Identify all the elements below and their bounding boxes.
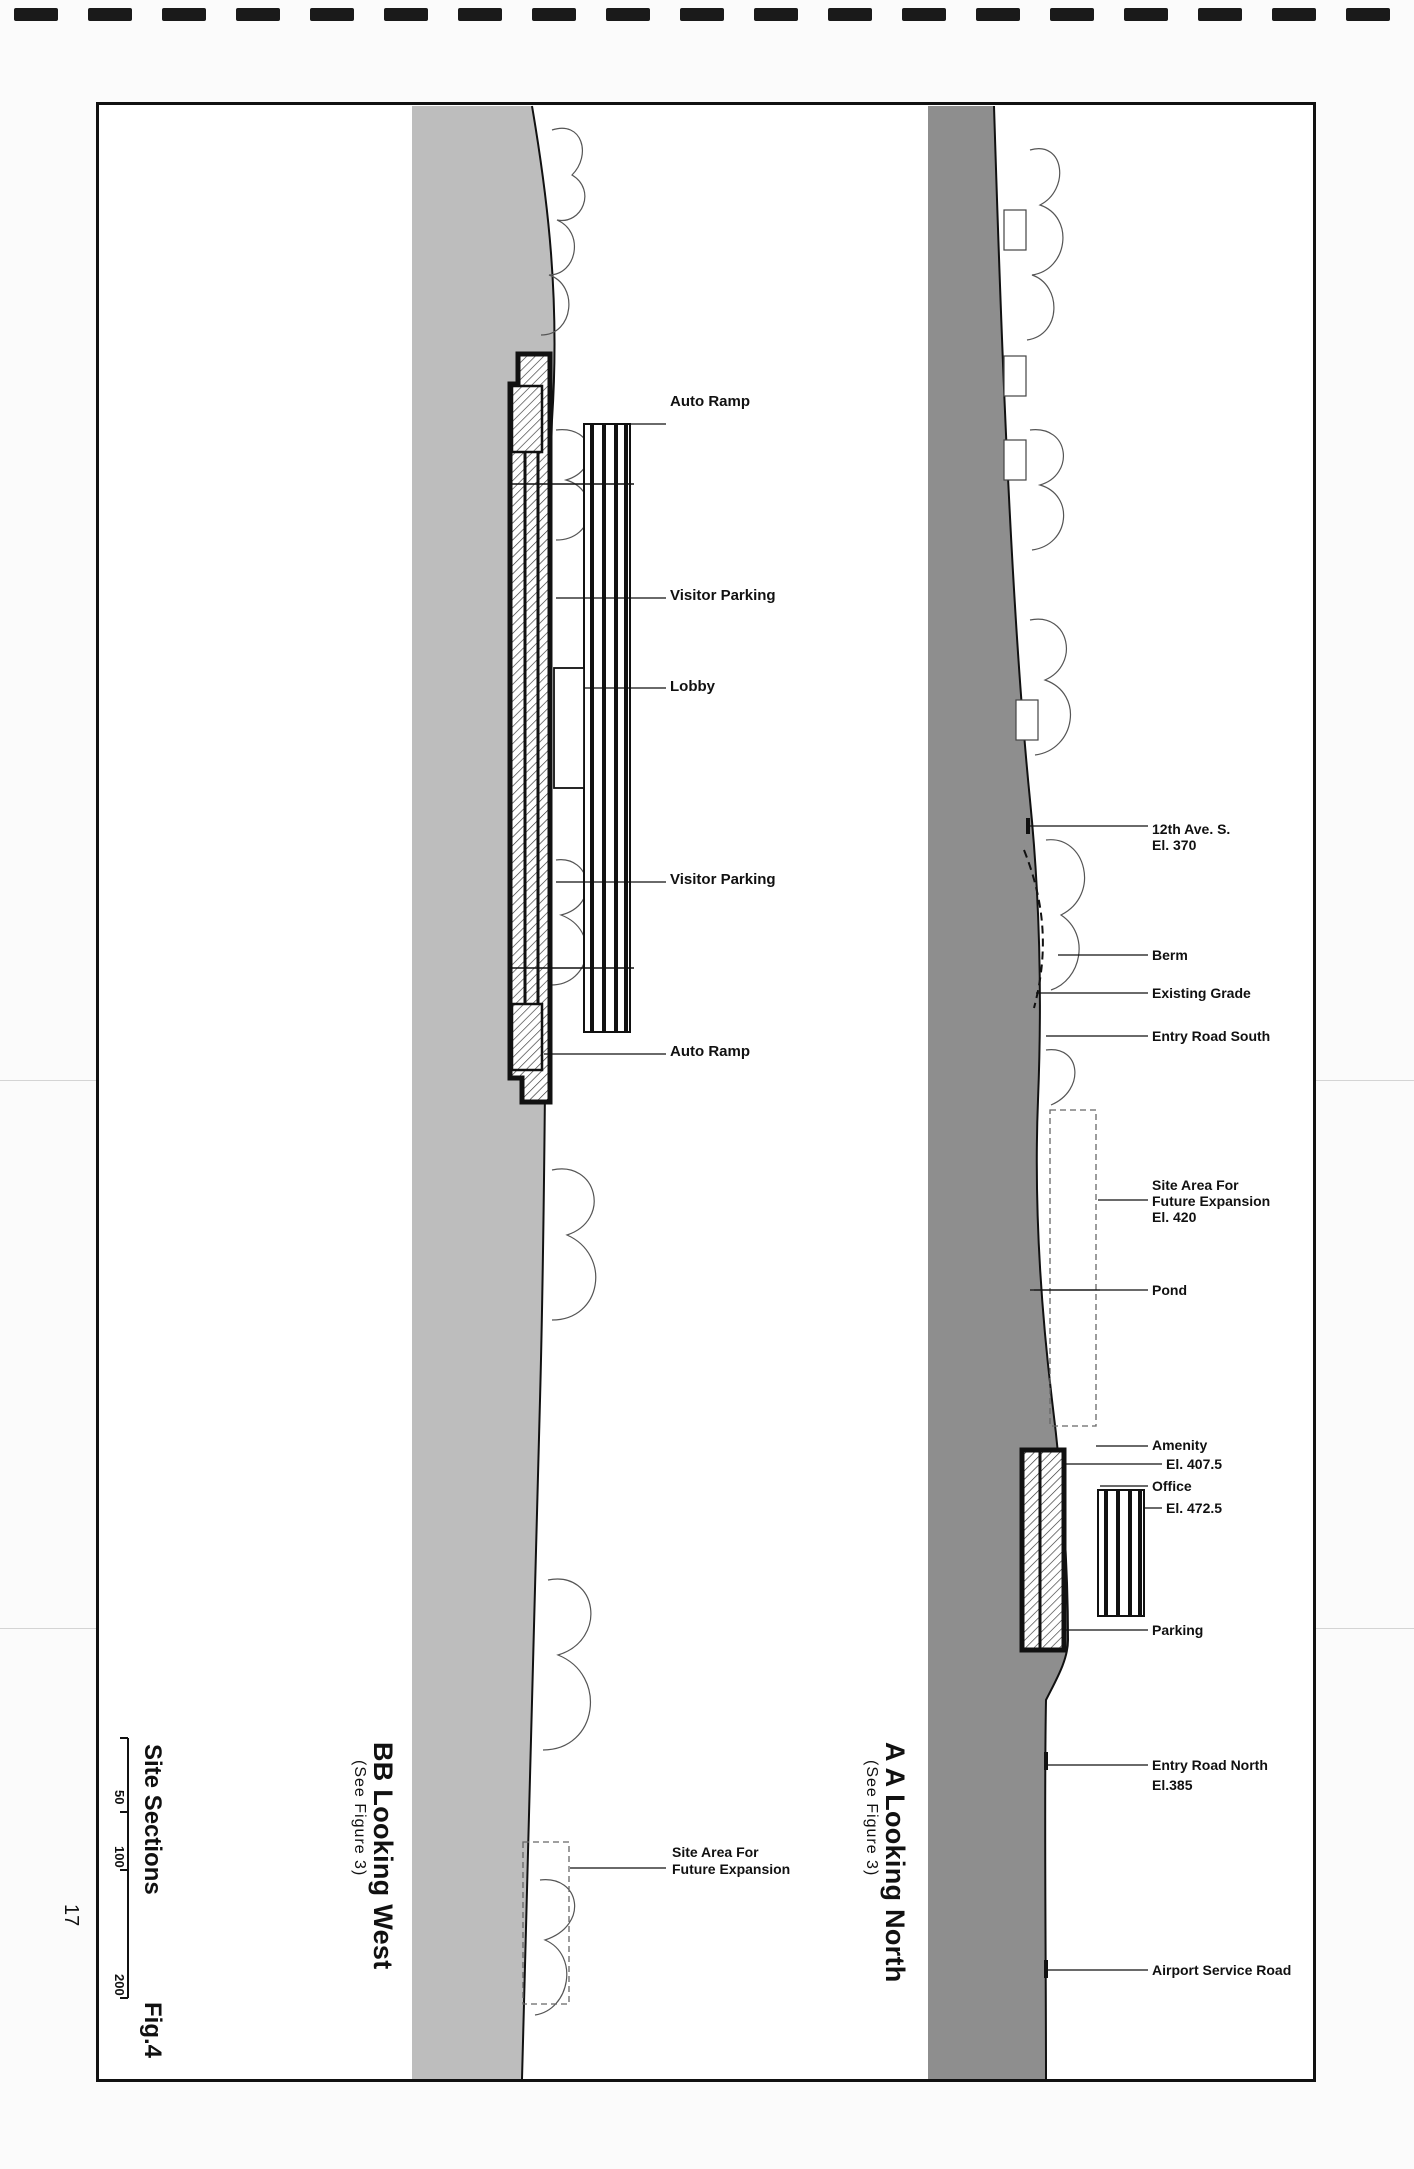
section-aa-parking-structure (1019, 1447, 1067, 1653)
label-pond: Pond (1152, 1282, 1187, 1298)
perforation-mark (1124, 8, 1168, 21)
section-bb-leaders (544, 423, 666, 1869)
label-visitor-parking-south: Visitor Parking (670, 871, 776, 888)
scale-label-200: 200 (112, 1974, 127, 1996)
figure-title: Site Sections (139, 1744, 166, 1895)
page-number: 17 (60, 1904, 82, 1927)
perforation-mark (680, 8, 724, 21)
label-entry-road-south: Entry Road South (1152, 1028, 1271, 1044)
perforation-mark (754, 8, 798, 21)
perforation-mark (162, 8, 206, 21)
perforation-mark (236, 8, 280, 21)
section-aa-future-expansion-area (1049, 1109, 1097, 1427)
figure-number: Fig.4 (139, 2002, 166, 2059)
label-auto-ramp-north: Auto Ramp (670, 393, 750, 410)
label-future-expansion-bb-line1: Site Area For (672, 1844, 759, 1860)
section-aa-subtitle: (See Figure 3) (863, 1760, 880, 1877)
perforation-mark (88, 8, 132, 21)
section-bb-lobby-block (553, 667, 585, 789)
label-12th-ave-line2: El. 370 (1152, 837, 1197, 853)
perforation-mark (310, 8, 354, 21)
label-site-area-line1: Site Area For (1152, 1177, 1239, 1193)
section-bb-future-expansion-area (522, 1841, 570, 2005)
section-bb-subtitle: (See Figure 3) (351, 1760, 368, 1877)
section-bb-title: BB Looking West (368, 1742, 398, 1970)
section-bb-underground-structure (507, 351, 553, 1105)
label-el-4725: El. 472.5 (1166, 1500, 1223, 1516)
perforation-mark (458, 8, 502, 21)
section-aa-house (1015, 699, 1039, 741)
section-bb-ramp-block (510, 384, 544, 454)
section-aa-title: A A Looking North (880, 1742, 910, 1983)
label-amenity: Amenity (1152, 1437, 1208, 1453)
label-12th-ave-line1: 12th Ave. S. (1152, 821, 1231, 837)
section-bb-drawing (412, 105, 634, 2080)
scale-label-50: 50 (112, 1790, 127, 1805)
section-aa-house (1003, 439, 1027, 481)
perforation-mark (606, 8, 650, 21)
label-airport-service-road: Airport Service Road (1152, 1962, 1292, 1978)
label-entry-road-north-line2: El.385 (1152, 1777, 1193, 1793)
scale-label-100: 100 (112, 1846, 127, 1868)
label-site-area-line3: El. 420 (1152, 1209, 1197, 1225)
label-site-area-line2: Future Expansion (1152, 1193, 1271, 1209)
section-aa-tree-outline (1026, 148, 1086, 1106)
section-aa-leaders (1030, 825, 1162, 1971)
perforation-mark (902, 8, 946, 21)
perforation-mark (1198, 8, 1242, 21)
label-parking: Parking (1152, 1622, 1204, 1638)
perforation-mark (1272, 8, 1316, 21)
perforation-mark (976, 8, 1020, 21)
section-aa-house (1003, 355, 1027, 397)
label-el-4075: El. 407.5 (1166, 1456, 1223, 1472)
label-entry-road-north-line1: Entry Road North (1152, 1757, 1268, 1773)
perforation-mark (828, 8, 872, 21)
drawing-frame (96, 102, 1316, 2082)
section-aa-grade-line (993, 105, 1070, 2080)
label-future-expansion-bb-line2: Future Expansion (672, 1861, 791, 1877)
section-aa-drawing (928, 105, 1145, 2080)
perforation-mark (384, 8, 428, 21)
section-aa-berm-line (1023, 849, 1044, 1009)
perforation-mark (14, 8, 58, 21)
label-office: Office (1152, 1478, 1192, 1494)
section-bb-ramp-block (510, 1002, 544, 1072)
section-aa-house (1003, 209, 1027, 251)
label-berm: Berm (1152, 947, 1188, 963)
label-lobby: Lobby (670, 678, 715, 695)
label-visitor-parking-north: Visitor Parking (670, 587, 776, 604)
scale-bar (120, 1737, 129, 1999)
label-auto-ramp-south: Auto Ramp (670, 1043, 750, 1060)
section-bb-tree-outline (534, 127, 597, 2016)
perforation-mark (532, 8, 576, 21)
section-aa-ground-mass (928, 106, 1068, 2079)
label-existing-grade: Existing Grade (1152, 985, 1251, 1001)
perforation-mark (1346, 8, 1390, 21)
perforation-mark (1050, 8, 1094, 21)
